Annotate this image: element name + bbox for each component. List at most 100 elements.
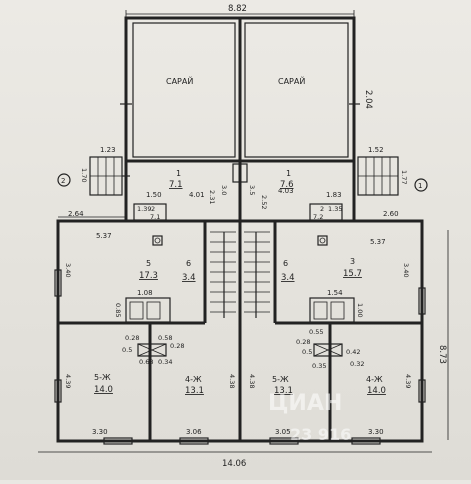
hall-left-number: 1	[176, 169, 181, 178]
living-right-1-label: 5-Ж	[272, 375, 289, 384]
bath-right-width: 1.54	[327, 289, 343, 297]
closet-left-number: 2	[151, 205, 155, 213]
bottom-dimension: 14.06	[38, 451, 432, 469]
hall-left-area: 7.1	[169, 180, 183, 190]
living-left-2-width: 3.06	[186, 428, 202, 436]
axis-right-label: 1	[418, 182, 422, 190]
hall-right-number: 1	[286, 169, 291, 178]
boiler-right-dim-5: 0.35	[312, 362, 326, 370]
boiler-left-dim-2: 0.58	[158, 334, 172, 342]
windows-bottom	[103, 437, 381, 445]
living-right-1: 5-Ж 13.1 4.38 3.05	[248, 374, 293, 436]
living-right-2-label: 4-Ж	[366, 375, 383, 384]
stair-left-area: 3.4	[182, 273, 196, 283]
hall-right-dim-1: 3.5	[248, 185, 256, 195]
stair-left-number: 6	[186, 259, 191, 268]
axis-left-label: 2	[61, 177, 65, 185]
chimney	[232, 163, 248, 183]
top-dimension-label: 8.82	[228, 4, 247, 14]
watermark: ЦИАН 23 916	[268, 391, 351, 444]
bath-left: 1.08 0.85	[114, 289, 171, 323]
hall-left-dim-2: 4.01	[189, 191, 205, 199]
bath-right: 1.54 1.00	[309, 289, 364, 323]
hall-left-dim-1: 1.50	[146, 191, 162, 199]
kitchen-right-width: 5.37	[370, 238, 386, 246]
porch-right: 1.52 1.77	[357, 146, 408, 196]
boiler-left-dim-6: 0.28	[170, 342, 184, 350]
watermark-phone: 23 916	[290, 425, 351, 444]
hall-left-dim-3: 2.31	[208, 190, 216, 204]
bottom-dimension-label: 14.06	[222, 459, 246, 469]
shed-right-label: САРАЙ	[278, 75, 305, 86]
living-left-1-width: 3.30	[92, 428, 108, 436]
kitchen-right-height: 3.40	[402, 263, 410, 277]
closet-right: 2 7.2 1.35	[309, 203, 343, 221]
living-left-2-label: 4-Ж	[185, 375, 202, 384]
stair-right-area: 3.4	[281, 273, 295, 283]
kitchen-left-area: 17.3	[139, 271, 158, 281]
living-right-2-area: 14.0	[367, 386, 386, 396]
watermark-brand: ЦИАН	[268, 391, 342, 416]
right-overall-label: 8.73	[437, 345, 447, 364]
boiler-right-dim-2: 0.28	[296, 338, 310, 346]
top-dimension: 8.82	[125, 4, 355, 18]
closet-right-number: 2	[320, 205, 324, 213]
living-left-1: 5-Ж 14.0 4.39 3.30	[64, 373, 113, 436]
living-right-1-height: 4.38	[248, 374, 256, 388]
porch-right-height: 1.77	[400, 170, 408, 184]
living-right-1-width: 3.05	[275, 428, 291, 436]
porch-left-height: 1.70	[80, 168, 88, 182]
hall-left-dim-4: 3.0	[220, 185, 228, 195]
right-wing-dim: 2.60	[383, 210, 399, 218]
axis-marker-left: 2	[57, 173, 71, 187]
windows-side	[54, 269, 426, 403]
bath-left-width: 1.08	[137, 289, 153, 297]
closet-left: 1.39 2 7.1	[133, 203, 167, 221]
closet-right-area: 7.2	[313, 213, 323, 221]
closet-left-dim: 1.39	[137, 205, 151, 213]
kitchen-right: 5.37 3 15.7 3.40	[317, 235, 410, 279]
shed-left-label: САРАЙ	[166, 75, 193, 86]
closet-left-area: 7.1	[150, 213, 160, 221]
boiler-left-dim-5: 0.34	[158, 358, 172, 366]
living-left-2-height: 4.38	[228, 374, 236, 388]
boiler-left-dim-3: 0.5	[122, 346, 132, 354]
hall-right-dim-4: 1.83	[326, 191, 342, 199]
left-wing-dim: 2.64	[68, 210, 84, 218]
boiler-right-dim-1: 0.55	[309, 328, 323, 336]
boiler-right-dim-6: 0.32	[350, 360, 364, 368]
living-right-2-height: 4.39	[404, 374, 412, 388]
right-upper-label: 2.04	[363, 90, 373, 109]
living-right-2-width: 3.30	[368, 428, 384, 436]
kitchen-left-width: 5.37	[96, 232, 112, 240]
living-left-2: 4-Ж 13.1 4.38 3.06	[185, 374, 236, 436]
living-left-2-area: 13.1	[185, 386, 204, 396]
stair-right: 6 3.4	[244, 231, 295, 318]
living-left-1-label: 5-Ж	[94, 373, 111, 382]
hall-right-dim-3: 4.03	[278, 187, 294, 195]
kitchen-right-area: 15.7	[343, 269, 362, 279]
kitchen-left-height: 3.40	[64, 263, 72, 277]
right-dimension: 8.73 2.04	[363, 90, 449, 440]
boiler-left: 0.28 0.58 0.5 0.68 0.34 0.28	[122, 334, 184, 366]
main-body: 2.64 2.60	[56, 210, 424, 443]
living-right-1-area: 13.1	[274, 386, 293, 396]
porch-left-width: 1.23	[100, 146, 116, 154]
porch-left: 1.23 1.70	[80, 146, 130, 196]
stair-right-number: 6	[283, 259, 288, 268]
bath-left-height: 0.85	[114, 303, 122, 317]
hall-right-area: 7.6	[280, 180, 294, 190]
living-left-1-area: 14.0	[94, 385, 113, 395]
hall-right-dim-2: 2.52	[260, 195, 268, 209]
kitchen-left: 5.37 5 17.3 3.40	[64, 232, 163, 281]
kitchen-right-number: 3	[350, 257, 355, 266]
kitchen-left-number: 5	[146, 259, 151, 268]
living-left-1-height: 4.39	[64, 374, 72, 388]
boiler-right: 0.55 0.28 0.5 0.42 0.35 0.32	[296, 328, 364, 370]
stair-left: 6 3.4	[182, 231, 236, 318]
bath-right-height: 1.00	[356, 303, 364, 317]
boiler-left-dim-1: 0.28	[125, 334, 139, 342]
porch-right-width: 1.52	[368, 146, 384, 154]
